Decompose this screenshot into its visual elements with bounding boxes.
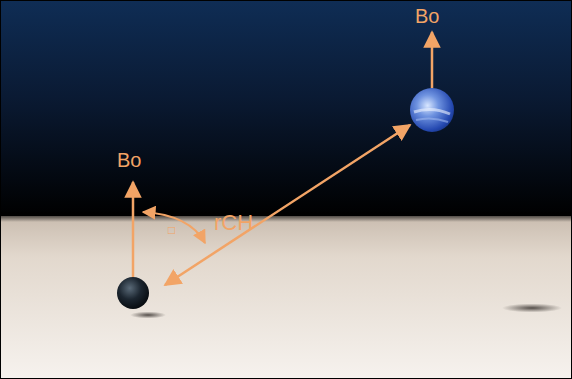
field-label: Bo: [117, 150, 141, 170]
angle-label: □: [168, 224, 175, 236]
distance-label: rCH: [214, 212, 253, 234]
field-label: Bo: [415, 6, 439, 26]
